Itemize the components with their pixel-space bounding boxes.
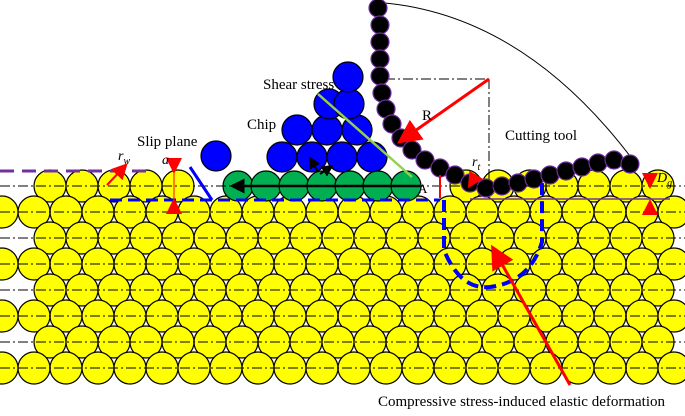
- tool-edge-atoms: [368, 0, 640, 198]
- chip-atom: [356, 141, 388, 173]
- radius-label: R: [422, 108, 432, 124]
- tool-atom: [370, 15, 390, 35]
- chip-flow-arrow-short: [319, 164, 334, 177]
- tool-atom: [556, 161, 576, 181]
- chip-atom: [281, 114, 313, 146]
- chip-flow-arrow-up: [309, 156, 321, 173]
- compressive-zone-outline: [442, 180, 544, 290]
- tool-atom: [604, 150, 624, 170]
- slip-plane-line: [188, 166, 214, 201]
- tool-atom: [370, 66, 390, 86]
- tool-atom: [508, 173, 528, 193]
- cutting-tool-label: Cutting tool: [505, 128, 577, 144]
- rw-arrow: [106, 163, 128, 186]
- workpiece-lattice: [0, 169, 685, 385]
- tool-atom: [415, 150, 435, 170]
- chip-atom: [200, 140, 232, 172]
- tool-atom: [445, 165, 465, 185]
- shear-stress-label: Shear stress: [263, 77, 334, 93]
- compressive-label: Compressive stress-induced elastic defor…: [378, 394, 666, 410]
- tool-atom: [370, 32, 390, 52]
- compressive-arrow: [491, 244, 572, 386]
- chip-atom: [296, 141, 328, 173]
- tool-atom: [368, 0, 388, 18]
- tool-atom: [370, 49, 390, 69]
- chip-label: Chip: [247, 117, 276, 133]
- point-b-label: B: [482, 181, 491, 196]
- tool-atom: [540, 165, 560, 185]
- slip-plane-label: Slip plane: [137, 134, 198, 150]
- chip-atom: [332, 61, 364, 93]
- tool-atom: [588, 153, 608, 173]
- chip-atom: [311, 114, 343, 146]
- rt-symbol: rt: [472, 155, 480, 173]
- chip-atom: [266, 141, 298, 173]
- tool-atom: [620, 154, 640, 174]
- rw-symbol: rw: [118, 149, 130, 167]
- chip-atom: [333, 88, 365, 120]
- a-symbol: a: [162, 153, 169, 168]
- cutting-tool-outline: [371, 1, 634, 161]
- rt-arrow: [467, 170, 484, 189]
- shear-stress-line: [317, 93, 413, 178]
- tool-radius-guides: [385, 78, 490, 187]
- lattice-row-guides: [0, 211, 685, 369]
- tool-atom: [372, 83, 392, 103]
- point-a-label: A: [418, 181, 428, 196]
- radius-arrow: [397, 77, 490, 144]
- tool-atom: [460, 173, 480, 193]
- tool-atom: [572, 157, 592, 177]
- dg-symbol: Dg: [656, 171, 672, 189]
